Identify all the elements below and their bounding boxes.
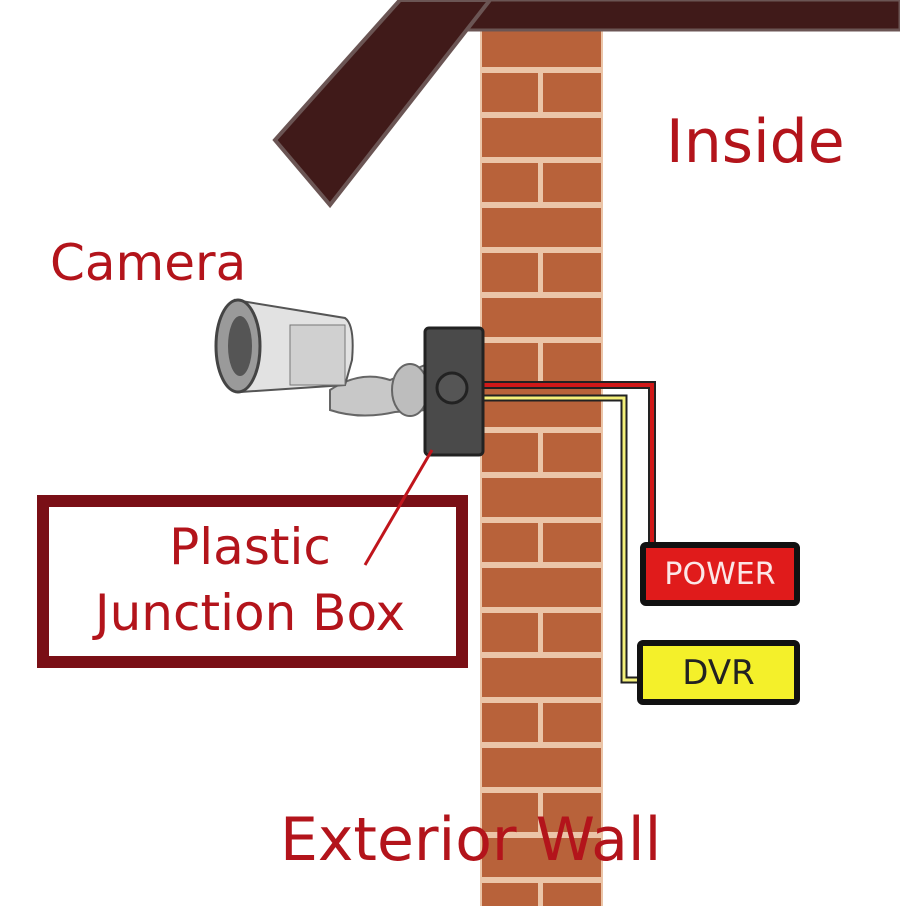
- brick: [482, 613, 538, 652]
- brick: [543, 163, 601, 202]
- brick: [543, 703, 601, 742]
- power-tag: POWER: [640, 542, 800, 606]
- roof: [272, 0, 900, 209]
- brick: [543, 343, 601, 382]
- brick: [482, 523, 538, 562]
- camera-illustration: [214, 298, 430, 417]
- brick: [543, 793, 601, 832]
- inside-label: Inside: [666, 107, 845, 177]
- brick: [482, 253, 538, 292]
- brick: [543, 253, 601, 292]
- brick: [543, 523, 601, 562]
- junction-box: [423, 326, 485, 457]
- brick: [482, 703, 538, 742]
- dvr-tag-label: DVR: [682, 652, 755, 693]
- leader-line: [363, 449, 434, 566]
- brick: [482, 28, 601, 67]
- junction-label-frame: [37, 495, 468, 668]
- brick: [482, 388, 601, 427]
- dvr-tag: DVR: [637, 640, 800, 705]
- brick: [543, 613, 601, 652]
- brick: [482, 658, 601, 697]
- brick: [482, 838, 601, 877]
- power-tag-label: POWER: [664, 556, 776, 592]
- brick: [482, 793, 538, 832]
- brick: [482, 208, 601, 247]
- brick: [482, 568, 601, 607]
- brick: [482, 163, 538, 202]
- brick: [543, 433, 601, 472]
- brick: [482, 118, 601, 157]
- junction-label-line2: Junction Box: [94, 584, 406, 642]
- camera-label: Camera: [50, 234, 247, 292]
- brick-wall: [480, 25, 603, 906]
- brick: [543, 883, 601, 906]
- junction-label-line1: Plastic: [169, 518, 331, 576]
- power-wire: [483, 381, 656, 548]
- brick: [482, 478, 601, 517]
- exterior-wall-label: Exterior Wall: [280, 805, 662, 875]
- brick: [482, 343, 538, 382]
- brick: [482, 433, 538, 472]
- brick: [482, 298, 601, 337]
- brick: [482, 73, 538, 112]
- brick: [543, 73, 601, 112]
- dvr-wire: [483, 394, 640, 684]
- brick: [482, 883, 538, 906]
- brick: [482, 748, 601, 787]
